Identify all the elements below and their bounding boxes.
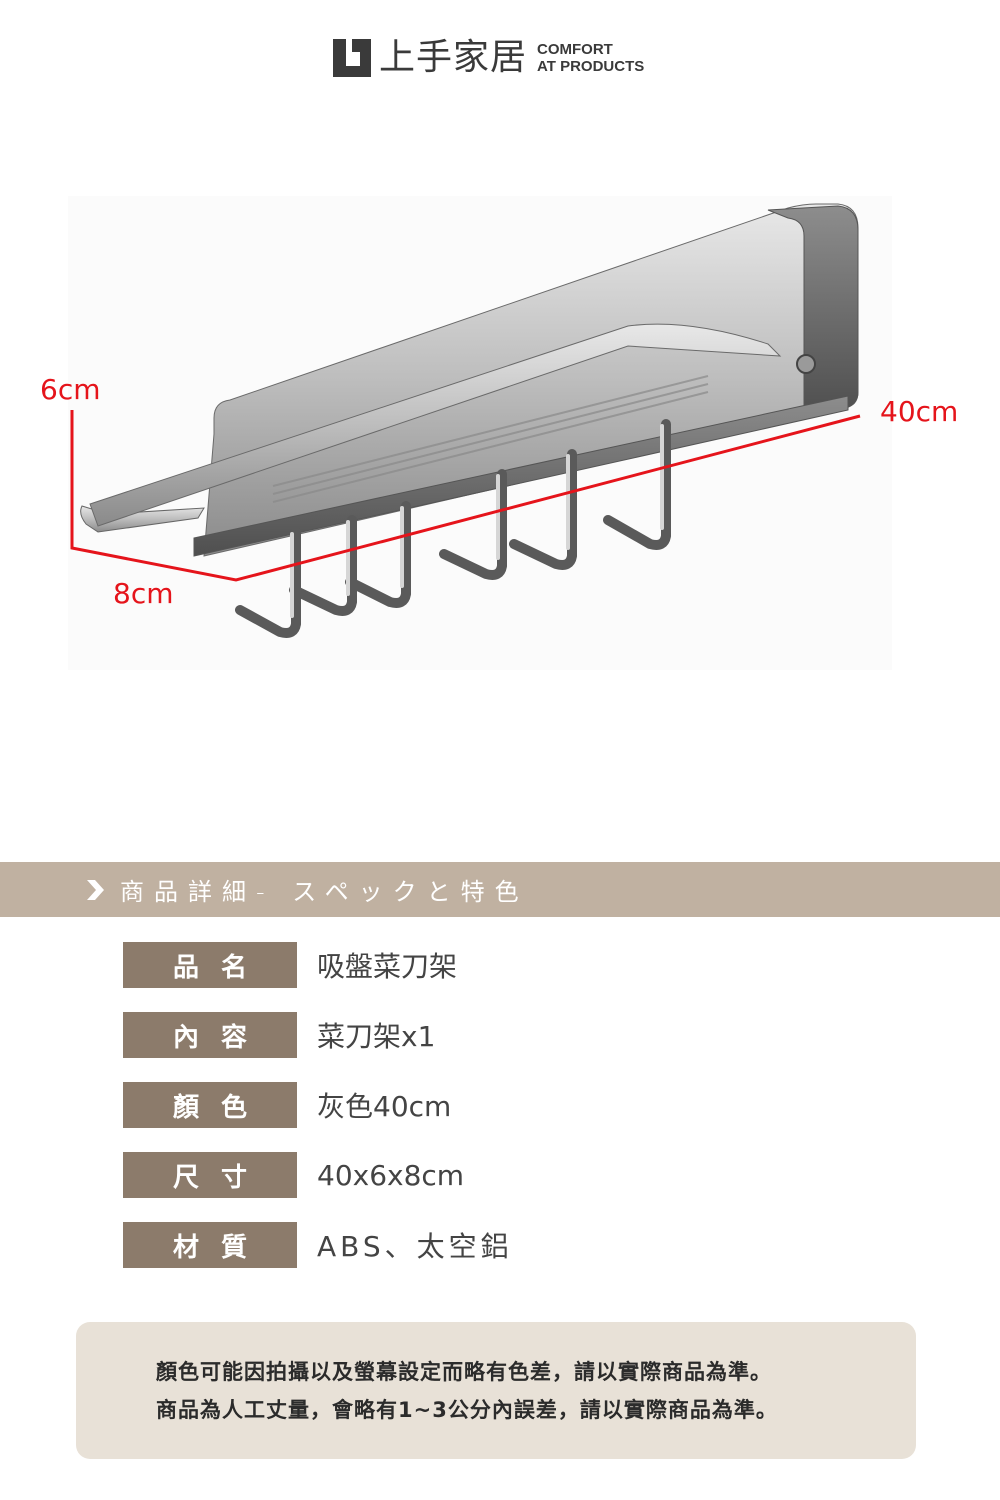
product-image: 6cm 8cm 40cm [40,196,958,670]
spec-value: 40x6x8cm [317,1158,465,1192]
knife-rack-illustration [70,203,861,638]
dimension-lines [70,410,861,582]
spec-label: 品名 [123,942,297,988]
spec-value: 灰色40cm [317,1090,452,1123]
brand-name-en-line1: COMFORT [537,41,613,58]
brand-name-cn: 上手家居 [379,37,528,78]
disclaimer-box: 顏色可能因拍攝以及螢幕設定而略有色差，請以實際商品為準。 商品為人工丈量，會略有… [76,1322,916,1459]
spec-row-size: 尺寸 40x6x8cm [123,1152,883,1198]
section-header: 商品詳細- スペックと特色 [0,862,1000,917]
chevron-right-icon [87,879,104,900]
spec-value: ABS、太空鋁 [317,1230,513,1263]
spec-row-material: 材質 ABS、太空鋁 [123,1222,883,1268]
spec-value: 菜刀架x1 [317,1020,436,1053]
spec-label: 內容 [123,1012,297,1058]
brand-name-en: COMFORT AT PRODUCTS [537,41,644,75]
spec-table: 品名 吸盤菜刀架 內容 菜刀架x1 顏色 灰色40cm 尺寸 40x6x8cm … [123,942,883,1292]
depth-dimension-label: 8cm [113,577,174,610]
brand-logo: 上手家居 COMFORT AT PRODUCTS [333,36,644,80]
section-title: 商品詳細- スペックと特色 [120,878,529,906]
brand-logo-icon [333,39,371,77]
spec-row-contents: 內容 菜刀架x1 [123,1012,883,1058]
spec-row-color: 顏色 灰色40cm [123,1082,883,1128]
spec-label: 尺寸 [123,1152,297,1198]
spec-label: 材質 [123,1222,297,1268]
disclaimer-line-color: 顏色可能因拍攝以及螢幕設定而略有色差，請以實際商品為準。 [156,1359,772,1384]
brand-name-en-line2: AT PRODUCTS [537,58,645,75]
spec-value: 吸盤菜刀架 [317,950,458,983]
disclaimer-line-measurement: 商品為人工丈量，會略有1~3公分內誤差，請以實際商品為準。 [156,1397,778,1422]
width-dimension-label: 40cm [880,395,959,428]
spec-row-name: 品名 吸盤菜刀架 [123,942,883,988]
spec-label: 顏色 [123,1082,297,1128]
height-dimension-label: 6cm [40,373,101,406]
